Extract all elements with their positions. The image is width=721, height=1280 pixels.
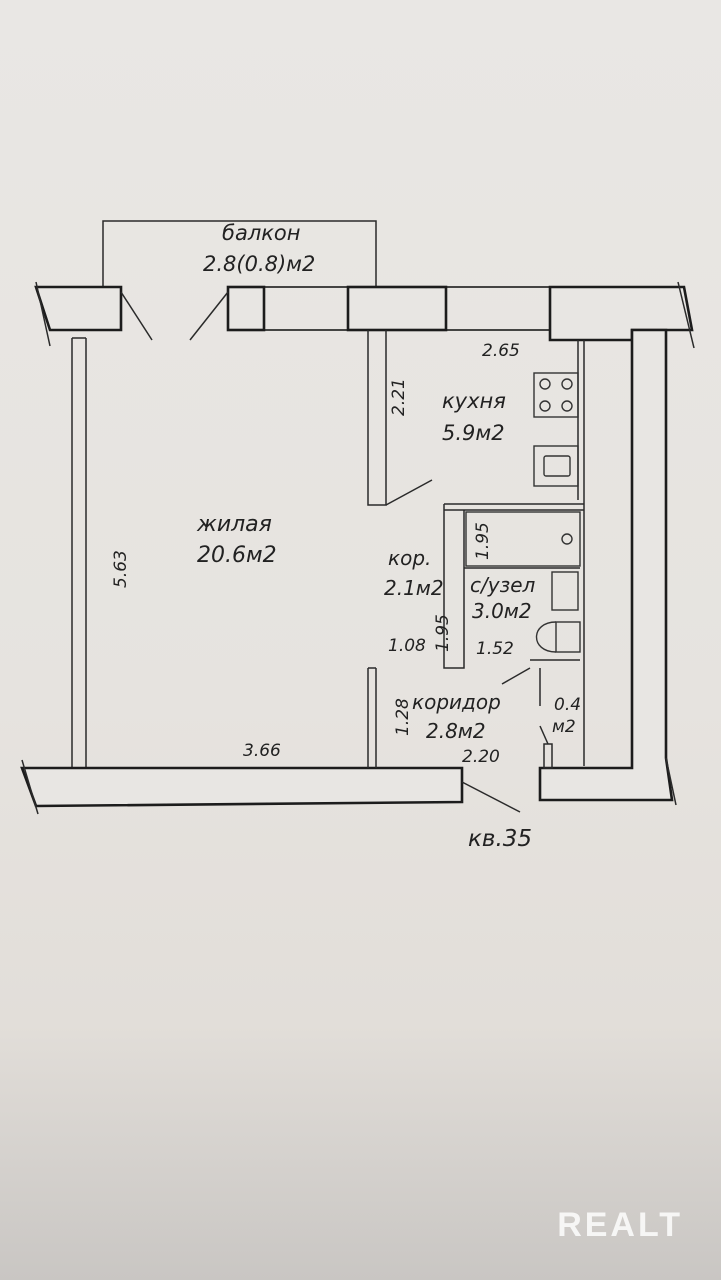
bathroom-name: с/узел xyxy=(470,573,536,597)
bathroom-walls xyxy=(443,503,584,669)
realt-watermark-logo: REALT xyxy=(557,1206,683,1244)
left-wall xyxy=(71,337,87,768)
small-corridor-name: кор. xyxy=(388,546,431,570)
bathroom-area: 3.0м2 xyxy=(472,599,532,623)
right-exterior-wall xyxy=(538,328,677,806)
corridor-name: коридор xyxy=(412,690,501,714)
small-corridor-area: 2.1м2 xyxy=(384,576,444,600)
doors xyxy=(501,667,553,769)
toilet xyxy=(535,621,581,653)
washbasin xyxy=(551,571,579,611)
living-room-name: жилая xyxy=(196,512,272,537)
dim-door-width: 1.08 xyxy=(388,636,426,656)
bottom-exterior-wall xyxy=(20,759,521,815)
balcony-name: балкон xyxy=(222,221,301,245)
dim-corridor-side: 1.28 xyxy=(393,698,413,736)
dim-living-width: 3.66 xyxy=(243,741,281,761)
balcony-area: 2.8(0.8)м2 xyxy=(203,252,315,276)
balcony-outline xyxy=(102,220,377,286)
living-room-area: 20.6м2 xyxy=(197,543,277,568)
living-corridor-divider xyxy=(367,667,377,768)
kitchen-sink xyxy=(533,445,579,487)
bathtub xyxy=(465,511,581,567)
stove xyxy=(533,372,579,418)
dim-living-height: 5.63 xyxy=(111,550,131,588)
dim-kitchen-width: 2.65 xyxy=(482,341,520,361)
corridor-area: 2.8м2 xyxy=(426,719,486,743)
dim-bath-top: 1.95 xyxy=(473,522,493,560)
dim-bath-bottom: 1.52 xyxy=(476,639,514,659)
dim-corridor-vertical: 1.95 xyxy=(433,614,453,652)
apartment-label: кв.35 xyxy=(468,826,532,852)
dim-corridor-width: 2.20 xyxy=(462,747,500,767)
kitchen-partition xyxy=(367,330,433,506)
dim-kitchen-wall: 2.21 xyxy=(389,378,409,416)
kitchen-area: 5.9м2 xyxy=(442,421,505,445)
kitchen-name: кухня xyxy=(442,389,506,413)
closet-area-unit: м2 xyxy=(552,717,576,737)
closet-area-number: 0.4 xyxy=(554,695,581,715)
top-exterior-wall xyxy=(34,281,695,349)
